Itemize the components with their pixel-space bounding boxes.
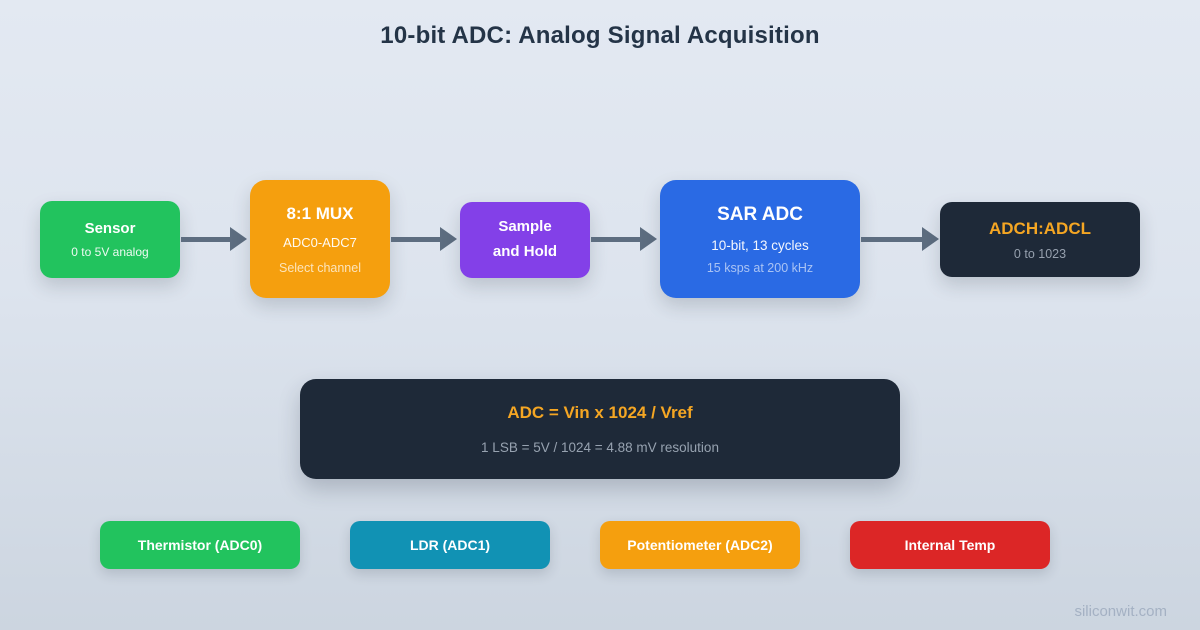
channel-chip-potentiometer: Potentiometer (ADC2): [600, 521, 800, 569]
node-result-register: ADCH:ADCL 0 to 1023: [940, 202, 1140, 277]
arrow-right-icon: [230, 227, 247, 251]
channel-chip-internal-temp: Internal Temp: [850, 521, 1050, 569]
arrow-shaft: [861, 237, 923, 242]
node-sar-adc: SAR ADC 10-bit, 13 cycles 15 ksps at 200…: [660, 180, 860, 298]
node-sar-adc-title: SAR ADC: [717, 203, 803, 225]
node-mux: 8:1 MUX ADC0-ADC7 Select channel: [250, 180, 390, 298]
formula-panel: ADC = Vin x 1024 / Vref 1 LSB = 5V / 102…: [300, 379, 900, 479]
node-mux-note: Select channel: [278, 260, 361, 275]
arrow-right-icon: [922, 227, 939, 251]
formula-equation: ADC = Vin x 1024 / Vref: [507, 403, 693, 422]
node-sensor: Sensor 0 to 5V analog: [40, 201, 180, 278]
node-sample-hold-line2: and Hold: [492, 243, 558, 260]
node-mux-title: 8:1 MUX: [286, 203, 354, 223]
node-sample-hold-title: Sample and Hold: [493, 215, 557, 265]
channel-chip-thermistor: Thermistor (ADC0): [100, 521, 300, 569]
node-sar-adc-rate: 15 ksps at 200 kHz: [706, 260, 814, 275]
channel-chip-label: Thermistor (ADC0): [137, 537, 263, 553]
node-result-range: 0 to 1023: [1013, 246, 1067, 261]
node-mux-channels: ADC0-ADC7: [283, 234, 357, 250]
formula-detail: 1 LSB = 5V / 1024 = 4.88 mV resolution: [481, 440, 719, 455]
channel-chip-label: LDR (ADC1): [409, 537, 491, 553]
watermark: siliconwit.com: [1074, 603, 1167, 620]
channel-chip-label: Potentiometer (ADC2): [627, 537, 773, 553]
node-result-title: ADCH:ADCL: [989, 218, 1091, 238]
flow-arrow: [861, 227, 939, 251]
flow-arrow: [391, 227, 457, 251]
arrow-shaft: [591, 237, 641, 242]
node-sample-hold: Sample and Hold: [460, 202, 590, 278]
arrow-right-icon: [440, 227, 457, 251]
node-sample-hold-line1: Sample: [498, 218, 552, 236]
arrow-right-icon: [640, 227, 657, 251]
channel-chip-ldr: LDR (ADC1): [350, 521, 550, 569]
channel-chip-label: Internal Temp: [904, 537, 996, 553]
node-sar-adc-spec: 10-bit, 13 cycles: [711, 237, 809, 253]
node-sensor-range: 0 to 5V analog: [71, 245, 149, 259]
page-title: 10-bit ADC: Analog Signal Acquisition: [380, 22, 820, 49]
arrow-shaft: [181, 237, 231, 242]
arrow-shaft: [391, 237, 441, 242]
flow-arrow: [181, 227, 247, 251]
flow-arrow: [591, 227, 657, 251]
node-sensor-title: Sensor: [84, 220, 136, 237]
